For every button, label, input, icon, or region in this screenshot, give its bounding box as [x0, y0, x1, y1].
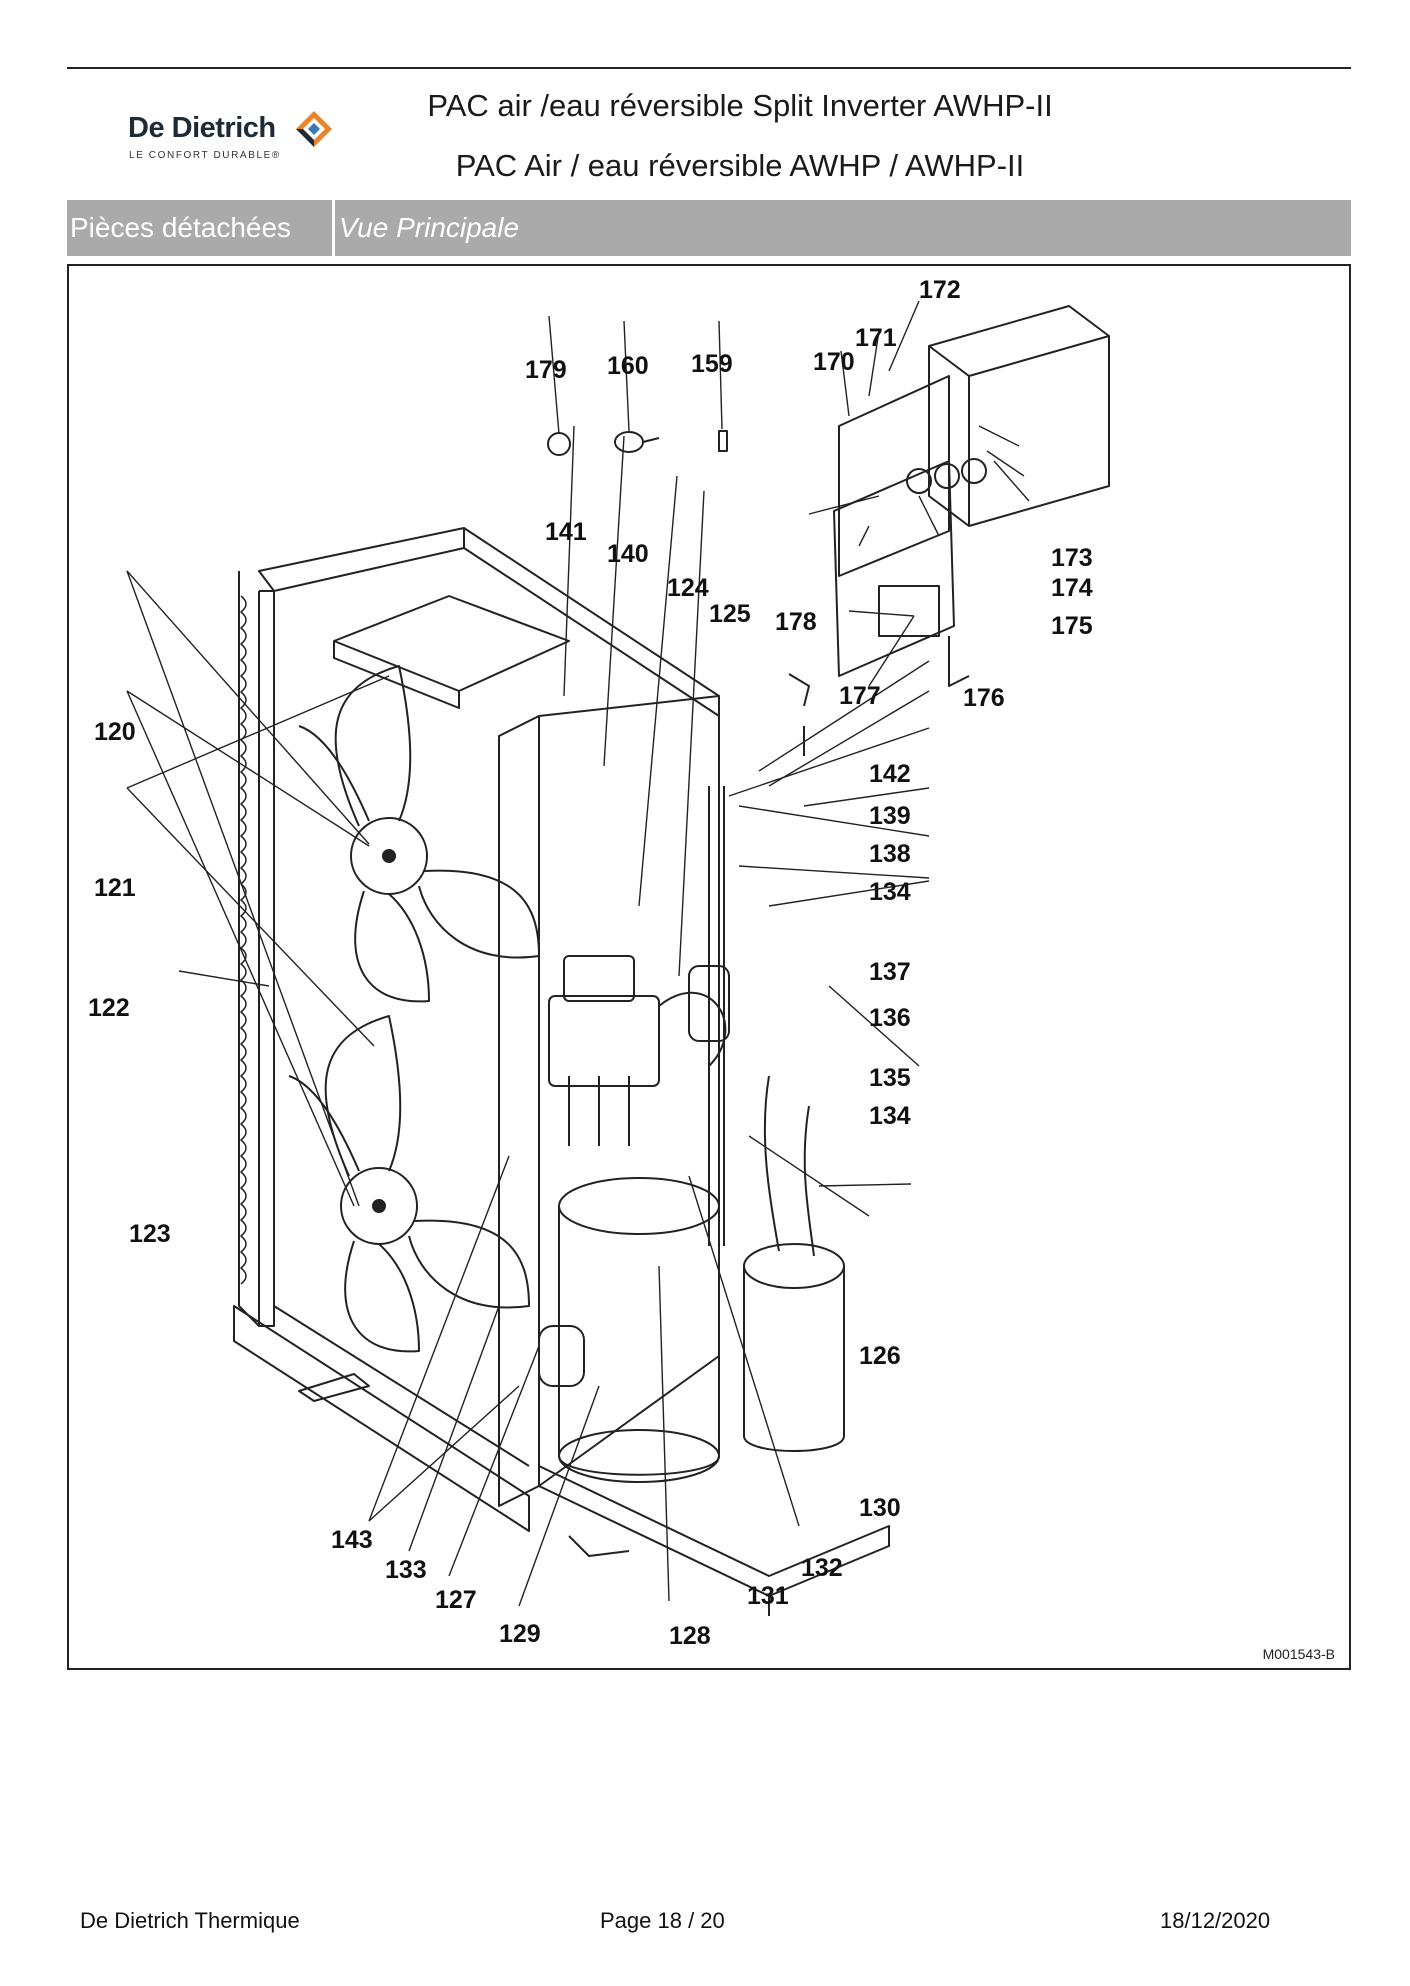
document-title-line2: PAC Air / eau réversible AWHP / AWHP-II — [455, 148, 1025, 183]
footer-page-number: Page 18 / 20 — [600, 1908, 725, 1933]
top-rule — [67, 67, 1351, 69]
diamond-logo-icon — [296, 111, 332, 147]
callout-128: 128 — [669, 1622, 711, 1650]
section-category: Pièces détachées — [67, 200, 335, 256]
callout-137: 137 — [869, 958, 911, 986]
footer-company: De Dietrich Thermique — [80, 1908, 300, 1933]
callout-123: 123 — [129, 1220, 171, 1248]
callout-141: 141 — [545, 518, 587, 546]
callout-178: 178 — [775, 608, 817, 636]
exploded-view-drawing: 172 171 170 179 160 159 141 140 124 125 … — [67, 264, 1351, 1670]
callout-140: 140 — [607, 540, 649, 568]
callout-159: 159 — [691, 350, 733, 378]
callout-139: 139 — [869, 802, 911, 830]
brand-name: De Dietrich — [128, 112, 276, 144]
callout-129: 129 — [499, 1620, 541, 1648]
part-159-fuse — [718, 430, 728, 452]
electronics-box — [833, 305, 1110, 687]
section-view-title: Vue Principale — [339, 212, 520, 243]
section-bar: Pièces détachées Vue Principale — [67, 200, 1351, 256]
document-title-line1: PAC air /eau réversible Split Inverter A… — [427, 88, 1053, 123]
partition-panel — [498, 715, 540, 1507]
callout-179: 179 — [525, 356, 567, 384]
leader-lines — [126, 300, 1030, 1607]
callout-136: 136 — [869, 1004, 911, 1032]
upper-fan — [298, 665, 540, 1003]
callout-131: 131 — [747, 1582, 789, 1610]
footer-date: 18/12/2020 — [1160, 1908, 1271, 1933]
cabinet-frame — [233, 527, 720, 1532]
callout-176: 176 — [963, 684, 1005, 712]
callout-143: 143 — [331, 1526, 373, 1554]
callout-160: 160 — [607, 352, 649, 380]
callout-121: 121 — [94, 874, 136, 902]
callout-132: 132 — [801, 1554, 843, 1582]
brand-tagline: LE CONFORT DURABLE® — [129, 150, 281, 161]
heat-pump-exploded-diagram — [126, 300, 1110, 1616]
base-pan — [538, 1465, 890, 1597]
callout-125: 125 — [709, 600, 751, 628]
callout-177: 177 — [839, 682, 881, 710]
top-cover — [333, 595, 570, 692]
callout-124: 124 — [667, 574, 709, 602]
callout-174: 174 — [1051, 574, 1093, 602]
callout-173: 173 — [1051, 544, 1093, 572]
callout-175: 175 — [1051, 612, 1093, 640]
part-179-cap — [547, 432, 571, 456]
coil-fins — [240, 595, 247, 1285]
callout-130: 130 — [859, 1494, 901, 1522]
accumulator — [743, 1075, 845, 1452]
brand-logo: De Dietrich LE CONFORT DURABLE® — [128, 111, 348, 172]
part-160-sensor-coil — [614, 431, 644, 453]
callout-135: 135 — [869, 1064, 911, 1092]
lower-fan — [288, 1015, 530, 1353]
drawing-reference: M001543-B — [1262, 1646, 1335, 1662]
valve-block — [548, 786, 730, 1246]
callout-134: 134 — [869, 1102, 911, 1130]
callout-133: 133 — [385, 1556, 427, 1584]
callout-172: 172 — [919, 276, 961, 304]
compressor — [538, 1177, 720, 1483]
callout-122: 122 — [88, 994, 130, 1022]
part-142-sensor — [788, 673, 810, 756]
callout-171: 171 — [855, 324, 897, 352]
callout-142: 142 — [869, 760, 911, 788]
callout-138: 138 — [869, 840, 911, 868]
callout-170: 170 — [813, 348, 855, 376]
callout-127: 127 — [435, 1586, 477, 1614]
callout-134: 134 — [869, 878, 911, 906]
callout-120: 120 — [94, 718, 136, 746]
callout-126: 126 — [859, 1342, 901, 1370]
